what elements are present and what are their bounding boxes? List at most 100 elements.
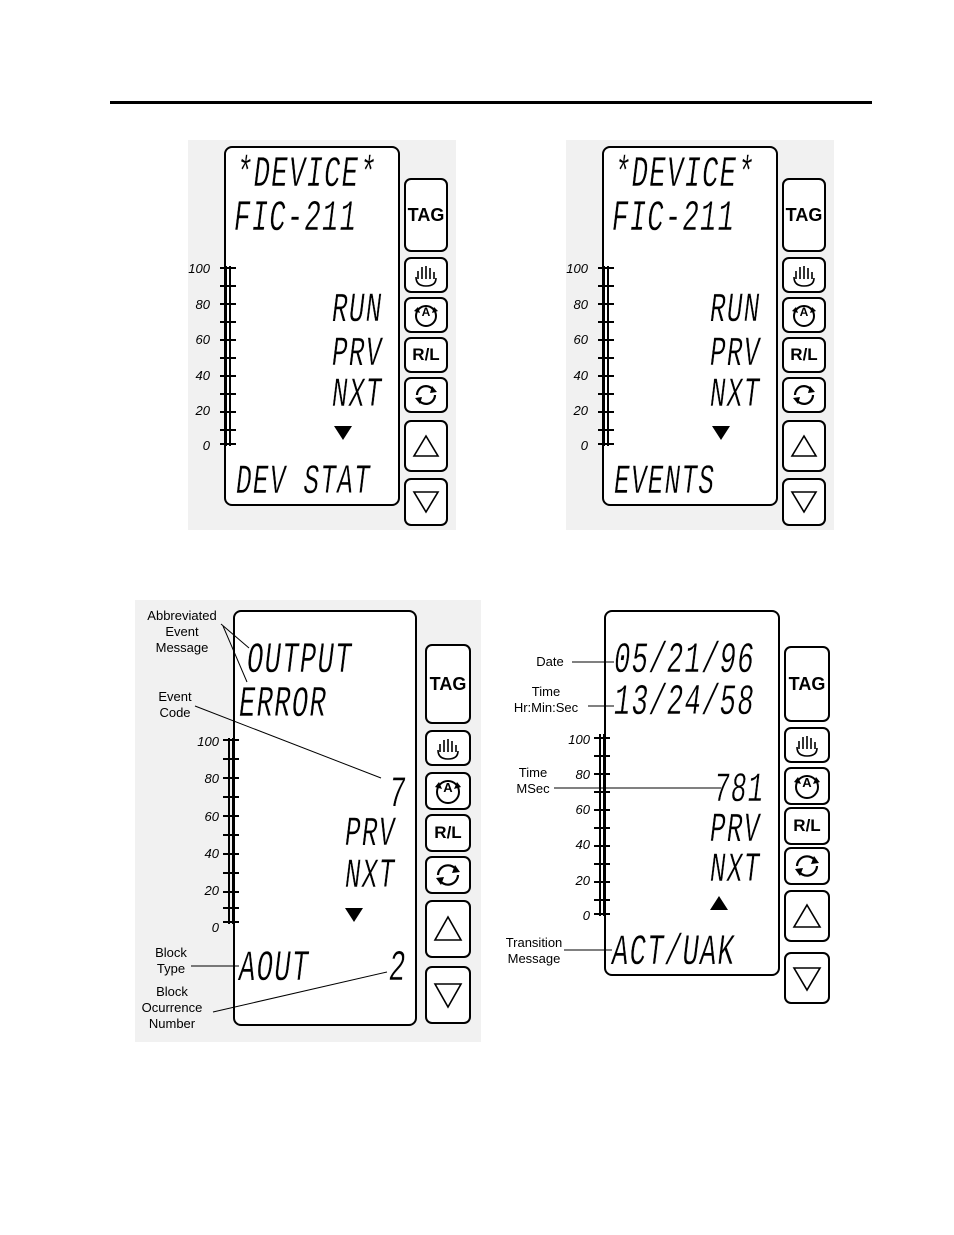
down-arrow-indicator — [345, 908, 363, 922]
cycle-icon — [793, 385, 815, 405]
tick-label-100: 100 — [197, 734, 219, 749]
auto-icon: A — [435, 780, 461, 804]
tick-label-40: 40 — [204, 846, 219, 861]
cycle-icon — [795, 855, 819, 877]
auto-manual-button[interactable]: A — [404, 297, 448, 333]
increase-button[interactable] — [782, 420, 826, 472]
svg-text:A: A — [800, 305, 809, 319]
hand-button[interactable] — [425, 730, 471, 766]
tick-label-80: 80 — [573, 297, 588, 312]
lcd-display — [224, 146, 400, 506]
cycle-icon — [436, 864, 460, 886]
tick-label-60: 60 — [573, 332, 588, 347]
lcd-time: 13/24/58 — [614, 678, 755, 728]
tick-label-80: 80 — [204, 771, 219, 786]
tick-label-20: 20 — [573, 403, 588, 418]
hand-button[interactable] — [782, 257, 826, 293]
annotation-event-code: Event Code — [158, 689, 192, 720]
tick-label-100: 100 — [566, 261, 588, 276]
up-triangle-icon — [412, 434, 440, 457]
tick-label-20: 20 — [204, 883, 219, 898]
hand-icon — [793, 266, 815, 287]
auto-manual-button[interactable]: A — [425, 772, 471, 810]
cycle-button[interactable] — [784, 847, 830, 885]
lcd-mid-3: NXT — [345, 852, 396, 900]
increase-button[interactable] — [404, 420, 448, 472]
lcd-display — [233, 610, 417, 1026]
tick-label-60: 60 — [204, 809, 219, 824]
cycle-button[interactable] — [425, 856, 471, 894]
tick-label-100: 100 — [568, 732, 590, 747]
lcd-line-2: FIC-211 — [234, 194, 358, 244]
lcd-mid-3: NXT — [710, 846, 761, 894]
hand-button[interactable] — [404, 257, 448, 293]
up-triangle-icon — [790, 434, 818, 457]
lcd-mid-3: NXT — [710, 371, 761, 419]
annotation-event-message: Abbreviated Event Message — [147, 608, 217, 655]
bargraph-scale — [220, 266, 236, 446]
annotation-time: Time Hr:Min:Sec — [513, 684, 579, 715]
lcd-line-1: *DEVICE* — [614, 150, 755, 200]
decrease-button[interactable] — [404, 478, 448, 526]
lcd-mid-2: PRV — [332, 330, 383, 378]
tick-label-40: 40 — [195, 368, 210, 383]
decrease-button[interactable] — [784, 952, 830, 1004]
lcd-display — [602, 146, 778, 506]
down-triangle-icon — [790, 491, 818, 514]
lcd-mid-2: PRV — [710, 330, 761, 378]
tag-button[interactable]: TAG — [784, 646, 830, 722]
tick-label-20: 20 — [575, 873, 590, 888]
leader-lines — [191, 623, 388, 1013]
remote-local-button[interactable]: R/L — [425, 814, 471, 852]
figure-dev-stat: 100 80 60 40 20 0 *DEVICE* FIC-211 RUN P… — [188, 140, 456, 530]
hand-button[interactable] — [784, 727, 830, 763]
down-arrow-indicator — [712, 426, 730, 440]
auto-icon: A — [794, 775, 820, 799]
decrease-button[interactable] — [782, 478, 826, 526]
tag-button[interactable]: TAG — [404, 178, 448, 252]
lcd-display — [604, 610, 780, 976]
lcd-line-2: ERROR — [239, 680, 328, 730]
figure-events: 100 80 60 40 20 0 *DEVICE* FIC-211 RUN P… — [566, 140, 834, 530]
tag-button[interactable]: TAG — [425, 644, 471, 724]
cycle-button[interactable] — [782, 377, 826, 413]
tick-label-80: 80 — [195, 297, 210, 312]
up-triangle-icon — [433, 915, 463, 941]
tick-label-0: 0 — [211, 920, 219, 935]
auto-icon: A — [414, 305, 438, 327]
lcd-block-type: AOUT — [239, 944, 310, 994]
increase-button[interactable] — [425, 900, 471, 958]
lcd-transition: ACT/UAK — [612, 928, 736, 978]
cycle-button[interactable] — [404, 377, 448, 413]
remote-local-button[interactable]: R/L — [784, 807, 830, 845]
hand-icon — [415, 266, 437, 287]
lcd-bottom: EVENTS — [614, 458, 716, 506]
tick-label-80: 80 — [575, 767, 590, 782]
tick-label-40: 40 — [573, 368, 588, 383]
remote-local-button[interactable]: R/L — [782, 337, 826, 373]
svg-text:A: A — [422, 305, 431, 319]
auto-manual-button[interactable]: A — [782, 297, 826, 333]
increase-button[interactable] — [784, 890, 830, 942]
down-triangle-icon — [433, 983, 463, 1009]
remote-local-button[interactable]: R/L — [404, 337, 448, 373]
lcd-block-occurrence: 2 — [389, 944, 407, 994]
annotation-block-type: Block Type — [155, 945, 187, 976]
figure-event-detail: 100 80 60 40 20 0 OUTPUT ERROR 7 PRV NXT… — [135, 600, 481, 1042]
auto-icon: A — [792, 305, 816, 327]
tick-label-60: 60 — [575, 802, 590, 817]
annotation-transition: Transition Message — [505, 935, 563, 966]
decrease-button[interactable] — [425, 966, 471, 1024]
hand-icon — [796, 736, 818, 757]
down-arrow-indicator — [334, 426, 352, 440]
bargraph-scale — [191, 623, 388, 1013]
tag-button[interactable]: TAG — [782, 178, 826, 252]
up-arrow-indicator — [710, 896, 728, 910]
lcd-bottom: DEV STAT — [236, 458, 371, 506]
auto-manual-button[interactable]: A — [784, 767, 830, 805]
tick-label-100: 100 — [188, 261, 210, 276]
bargraph-scale — [598, 266, 614, 446]
lcd-msec: 781 — [714, 766, 765, 814]
lcd-event-code: 7 — [389, 770, 407, 820]
lcd-line-1: *DEVICE* — [236, 150, 377, 200]
